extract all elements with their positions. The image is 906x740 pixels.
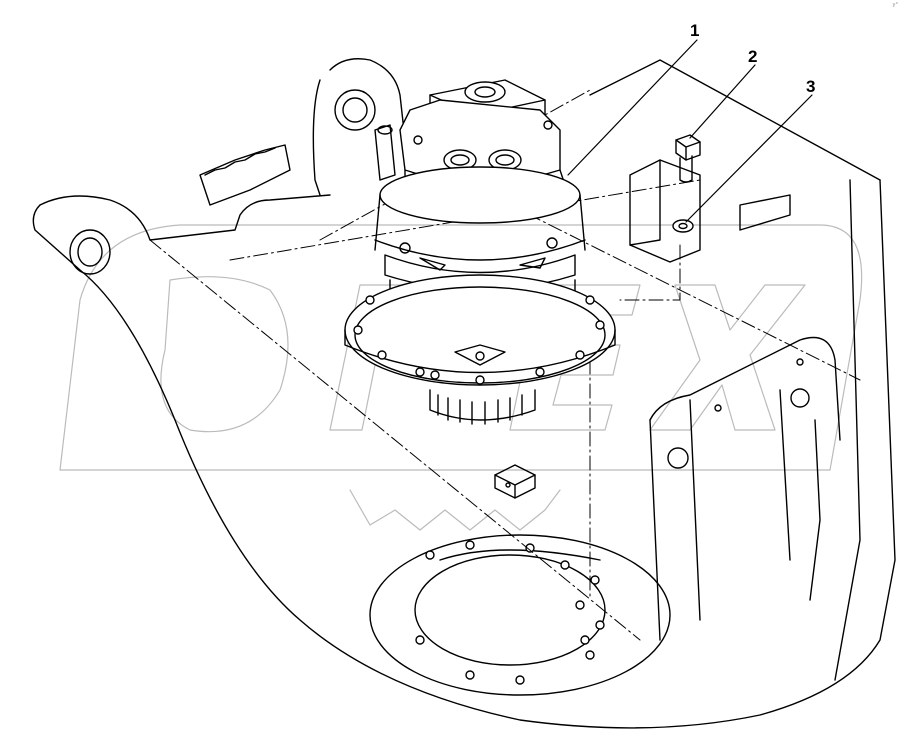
base-mounting-ring bbox=[369, 534, 671, 696]
washer bbox=[672, 219, 694, 233]
callout-1: 1 bbox=[690, 21, 699, 40]
bolt bbox=[675, 134, 701, 183]
leader-lines bbox=[567, 39, 813, 223]
callout-2: 2 bbox=[748, 47, 757, 66]
frame-housing bbox=[32, 58, 896, 729]
swing-motor-assembly bbox=[344, 79, 616, 425]
callout-3: 3 bbox=[806, 77, 815, 96]
corner-mark: y° bbox=[892, 2, 898, 8]
small-block bbox=[494, 464, 536, 499]
mounting-bracket bbox=[629, 159, 791, 263]
